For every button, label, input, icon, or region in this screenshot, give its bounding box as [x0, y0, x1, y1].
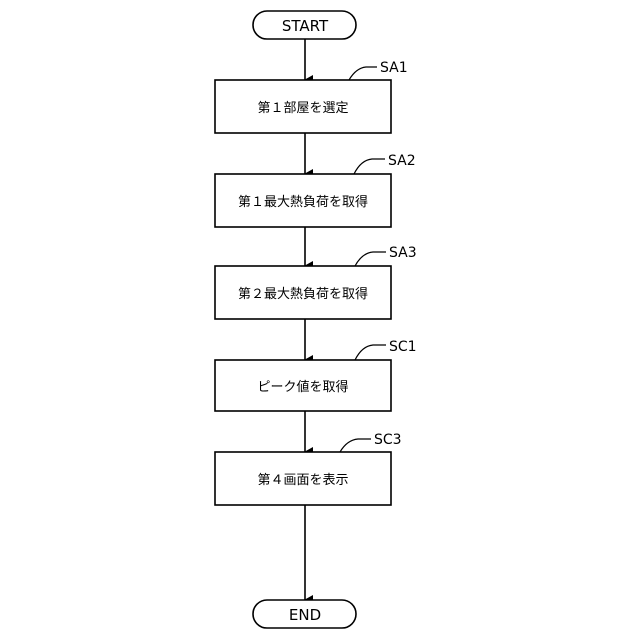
- step-label-sc3: 第４画面を表示: [257, 473, 348, 488]
- step-id-sc3: SC3: [374, 432, 402, 448]
- end-terminal: END: [253, 600, 356, 628]
- leader-line-sc1: [355, 345, 386, 360]
- step-id-sa2: SA2: [388, 153, 416, 169]
- start-terminal: START: [253, 11, 356, 39]
- leader-line-sa3: [355, 252, 386, 266]
- step-id-sc1: SC1: [389, 339, 417, 355]
- process-step-sa2: 第１最大熱負荷を取得 SA2: [215, 153, 416, 227]
- end-label: END: [289, 606, 321, 624]
- step-id-sa1: SA1: [380, 60, 408, 76]
- process-step-sa3: 第２最大熱負荷を取得 SA3: [215, 245, 417, 319]
- step-label-sa1: 第１部屋を選定: [257, 101, 348, 116]
- step-label-sa2: 第１最大熱負荷を取得: [238, 194, 368, 210]
- step-label-sc1: ピーク値を取得: [257, 379, 348, 395]
- process-step-sa1: 第１部屋を選定 SA1: [215, 60, 408, 133]
- process-step-sc3: 第４画面を表示 SC3: [215, 432, 402, 505]
- process-step-sc1: ピーク値を取得 SC1: [215, 339, 417, 411]
- leader-line-sa2: [354, 159, 385, 174]
- leader-line-sc3: [340, 439, 371, 452]
- step-label-sa3: 第２最大熱負荷を取得: [238, 286, 368, 302]
- start-label: START: [282, 17, 329, 35]
- step-id-sa3: SA3: [389, 245, 417, 261]
- leader-line-sa1: [349, 67, 377, 80]
